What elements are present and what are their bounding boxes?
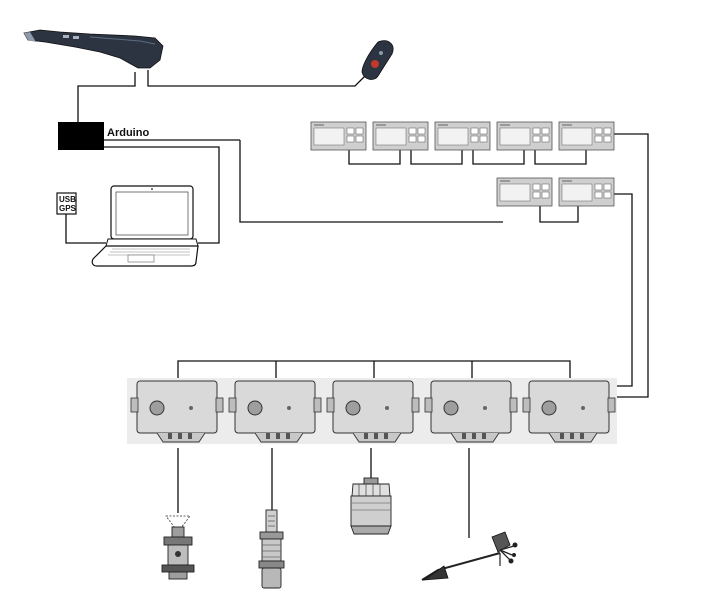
display-row-upper: [310, 121, 615, 151]
rudder-sensor-icon: [161, 515, 195, 580]
display-instrument-icon: [558, 121, 615, 151]
interface-box-icon: [323, 378, 421, 444]
speed-sensor-icon: [258, 509, 285, 589]
wiring: [65, 70, 649, 538]
arduino-board-icon: [58, 122, 104, 150]
remote-to-arduino-wire: [77, 72, 136, 122]
display-instrument-icon: [434, 121, 491, 151]
display-instrument-icon: [372, 121, 429, 151]
arduino-bus-wire: [239, 140, 503, 223]
display-row-lower: [496, 177, 615, 207]
interface-box-icon: [225, 378, 323, 444]
interface-box-icon: [127, 378, 225, 444]
display-instrument-icon: [558, 177, 615, 207]
arduino-label: Arduino: [107, 127, 149, 139]
usb-gps-icon: USB GPS: [56, 192, 77, 215]
arduino-to-laptop-wire: [104, 146, 220, 244]
display-bus-right-wire: [614, 133, 649, 398]
depth-transducer-icon: [350, 477, 392, 535]
laptop-icon: [91, 185, 199, 267]
display-instrument-icon: [496, 121, 553, 151]
usb-label: USB: [59, 195, 76, 204]
red-button-remote-icon: [361, 40, 394, 80]
interface-box-icon: [519, 378, 617, 444]
display-instrument-icon: [496, 177, 553, 207]
gps-label: GPS: [59, 204, 77, 213]
interface-box-icon: [421, 378, 519, 444]
remote-to-red-remote-wire: [147, 70, 366, 87]
interface-box-row: [127, 378, 617, 444]
display-instrument-icon: [310, 121, 367, 151]
gps-to-laptop-wire: [65, 214, 106, 244]
wind-vane-icon: [421, 531, 518, 581]
handheld-remote-icon: [23, 29, 164, 69]
